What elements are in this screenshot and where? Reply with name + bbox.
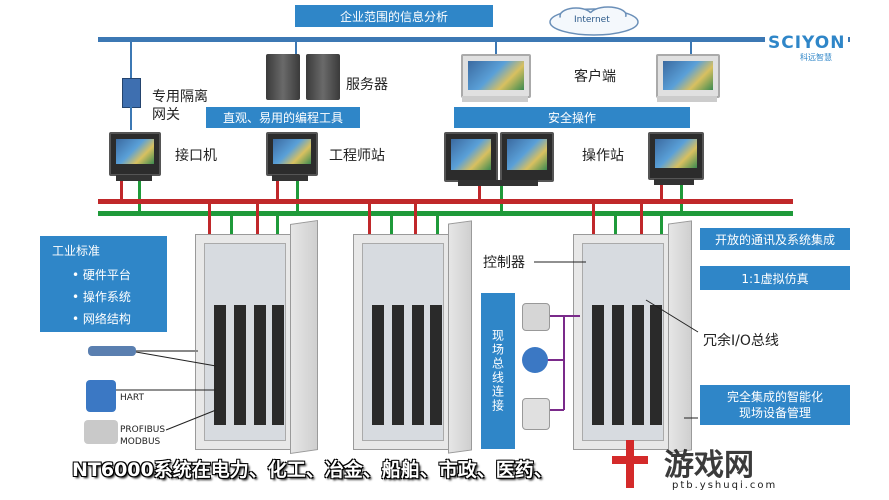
engineer-station-monitor (266, 132, 318, 176)
control-network-bus-red (98, 199, 793, 204)
gateway-link (130, 42, 132, 78)
banner-field-device-management: 完全集成的智能化 现场设备管理 (700, 385, 850, 425)
industry-standard-title: 工业标准 (52, 244, 101, 258)
client-right-link (690, 42, 692, 54)
gateway-label-line2: 网关 (152, 107, 180, 123)
watermark-text: 游戏网 (664, 448, 754, 483)
client-left-link (495, 42, 497, 54)
engineer-green-drop (296, 181, 299, 213)
control-network-bus-green (98, 211, 793, 216)
industry-item-os: • 操作系统 (72, 290, 131, 304)
operator-red-drop (478, 186, 481, 201)
server-icon (306, 54, 340, 100)
interface-red-drop (120, 181, 123, 201)
control-cabinet (195, 234, 295, 450)
banner-fieldbus: 现场总线连接 (481, 293, 515, 449)
sensor-probe-icon (88, 346, 136, 356)
cabinet-green-drop (276, 216, 279, 234)
cabinet-green-drop (614, 216, 617, 234)
banner-safe-operation-text: 安全操作 (547, 111, 596, 125)
sciyon-logo: SCIYON (765, 33, 849, 53)
banner-field-device-management-line1: 完全集成的智能化 (726, 390, 823, 404)
enterprise-network-bus (98, 37, 850, 42)
banner-programming-tools: 直观、易用的编程工具 (206, 107, 360, 128)
bottom-caption: NT6000系统在电力、化工、冶金、船舶、市政、医药、 (72, 459, 553, 481)
client-keyboard (462, 96, 528, 102)
cabinet-red-drop (208, 204, 211, 234)
server-link (295, 42, 297, 54)
client-keyboard (657, 96, 717, 102)
protocol-profibus: PROFIBUS (120, 425, 166, 435)
cabinet-red-drop (414, 204, 417, 234)
cabinet-green-drop (390, 216, 393, 234)
gateway-label-line1: 专用隔离 (152, 89, 208, 105)
engineer-station-label: 工程师站 (329, 148, 385, 164)
client-computer-icon (656, 54, 720, 98)
redundant-io-bus-label: 冗余I/O总线 (703, 333, 779, 349)
flowmeter-icon (84, 420, 118, 444)
watermark-url: ptb.yshuqi.com (672, 480, 778, 491)
watermark-logo-icon (612, 440, 648, 488)
banner-open-communication-text: 开放的通讯及系统集成 (714, 232, 835, 247)
sensor-probe-rod (136, 350, 198, 352)
banner-field-device-management-line2: 现场设备管理 (738, 406, 811, 420)
cabinet-red-drop (640, 204, 643, 234)
internet-cloud-icon (549, 6, 639, 36)
protocol-modbus: MODBUS (120, 437, 161, 447)
cabinet-red-drop (368, 204, 371, 234)
control-cabinet (353, 234, 453, 450)
banner-safe-operation: 安全操作 (454, 107, 690, 128)
client-label: 客户端 (574, 69, 616, 85)
server-icon (266, 54, 300, 100)
operator-station-base (654, 179, 694, 185)
cabinet-red-drop (256, 204, 259, 234)
industry-item-network: • 网络结构 (72, 312, 131, 326)
cabinet-red-drop (592, 204, 595, 234)
industry-item-hardware: • 硬件平台 (72, 268, 131, 282)
sciyon-logo-subtitle: 科远智慧 (800, 53, 832, 62)
protocol-hart: HART (120, 393, 145, 403)
banner-programming-tools-text: 直观、易用的编程工具 (222, 111, 343, 125)
operator-station-monitor (648, 132, 704, 180)
field-device-icon (522, 303, 550, 331)
banner-enterprise-analysis: 企业范围的信息分析 (295, 5, 493, 27)
operator-red-drop (660, 185, 663, 201)
operator-station-base (458, 180, 538, 186)
cabinet-green-drop (230, 216, 233, 234)
server-label: 服务器 (346, 77, 388, 93)
industry-standard-box: 工业标准 • 硬件平台 • 操作系统 • 网络结构 (40, 236, 167, 332)
internet-label: Internet (574, 15, 610, 25)
controller-label: 控制器 (483, 255, 525, 271)
banner-virtual-simulation: 1:1虚拟仿真 (700, 266, 850, 290)
operator-station-monitor (444, 132, 498, 182)
cabinet-green-drop (436, 216, 439, 234)
cabinet-green-drop (660, 216, 663, 234)
banner-fieldbus-text: 现场总线连接 (490, 329, 505, 413)
engineer-station-base (272, 175, 308, 181)
banner-enterprise-text: 企业范围的信息分析 (339, 9, 448, 24)
field-device-icon (522, 398, 550, 430)
operator-station-label: 操作站 (582, 148, 624, 164)
field-device-icon (522, 347, 548, 373)
interface-machine-monitor (109, 132, 161, 176)
transmitter-icon (86, 380, 116, 412)
engineer-red-drop (276, 181, 279, 201)
interface-machine-base (116, 175, 152, 181)
banner-virtual-simulation-text: 1:1虚拟仿真 (741, 271, 809, 286)
interface-green-drop (138, 181, 141, 213)
gateway-lower-link (130, 106, 132, 130)
banner-open-communication: 开放的通讯及系统集成 (700, 228, 850, 250)
interface-machine-label: 接口机 (175, 148, 217, 164)
